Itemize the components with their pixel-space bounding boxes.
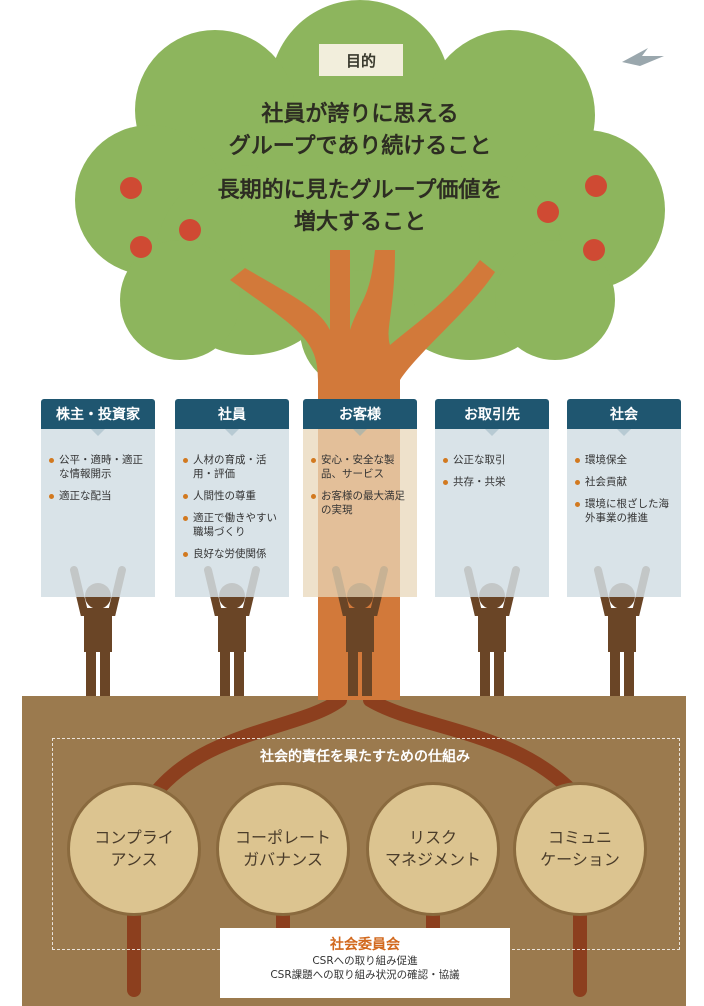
- framework-title: 社会的責任を果たすための仕組み: [260, 749, 470, 765]
- stakeholder-item: 適正な配当: [49, 489, 149, 503]
- apples: [120, 175, 607, 261]
- pillar-compliance: コンプライ アンス: [67, 782, 201, 916]
- stakeholder-item: 公正な取引: [443, 453, 543, 467]
- stakeholder-item: 公平・適時・適正な情報開示: [49, 453, 149, 481]
- stakeholder-panel-shareholders: 公平・適時・適正な情報開示 適正な配当: [41, 429, 155, 597]
- stakeholder-panel-customers: 安心・安全な製品、サービス お客様の最大満足の実現: [303, 429, 417, 597]
- stakeholder-item: 社会貢献: [575, 475, 675, 489]
- committee-line-2: CSR課題への取り組み状況の確認・協議: [270, 969, 460, 981]
- stakeholder-item: 良好な労使関係: [183, 547, 283, 561]
- stakeholder-panel-employees: 人材の育成・活用・評価 人間性の尊重 適正で働きやすい職場づくり 良好な労使関係: [175, 429, 289, 597]
- stakeholder-item: 共存・共栄: [443, 475, 543, 489]
- pillar-risk-management: リスク マネジメント: [366, 782, 500, 916]
- stakeholder-header-employees: 社員: [175, 399, 289, 436]
- stakeholder-header-customers: お客様: [303, 399, 417, 436]
- stakeholder-item: 環境保全: [575, 453, 675, 467]
- pillar-governance: コーポレート ガバナンス: [216, 782, 350, 916]
- stakeholder-header-partners: お取引先: [435, 399, 549, 436]
- stakeholder-header-society: 社会: [567, 399, 681, 436]
- tree-foliage: [75, 0, 665, 390]
- purpose-line-1: 社員が誇りに思える: [261, 102, 459, 127]
- pillar-communication: コミュニ ケーション: [513, 782, 647, 916]
- stakeholder-header-shareholders: 株主・投資家: [41, 399, 155, 436]
- committee-box: 社会委員会 CSRへの取り組み促進 CSR課題への取り組み状況の確認・協議: [220, 928, 510, 998]
- stakeholder-item: 安心・安全な製品、サービス: [311, 453, 411, 481]
- stakeholder-panel-partners: 公正な取引 共存・共栄: [435, 429, 549, 597]
- bird-icon: [622, 48, 664, 66]
- committee-title: 社会委員会: [330, 937, 400, 953]
- purpose-line-3: 長期的に見たグループ価値を: [217, 178, 503, 203]
- stakeholder-item: お客様の最大満足の実現: [311, 489, 411, 517]
- stakeholder-item: 人間性の尊重: [183, 489, 283, 503]
- stakeholder-panel-society: 環境保全 社会貢献 環境に根ざした海外事業の推進: [567, 429, 681, 597]
- committee-line-1: CSRへの取り組み促進: [312, 955, 418, 967]
- stakeholder-item: 適正で働きやすい職場づくり: [183, 511, 283, 539]
- purpose-line-2: グループであり続けること: [228, 134, 492, 159]
- purpose-tag: 目的: [319, 44, 403, 76]
- stakeholder-item: 環境に根ざした海外事業の推進: [575, 497, 675, 525]
- purpose-line-4: 増大すること: [293, 210, 426, 235]
- stakeholder-item: 人材の育成・活用・評価: [183, 453, 283, 481]
